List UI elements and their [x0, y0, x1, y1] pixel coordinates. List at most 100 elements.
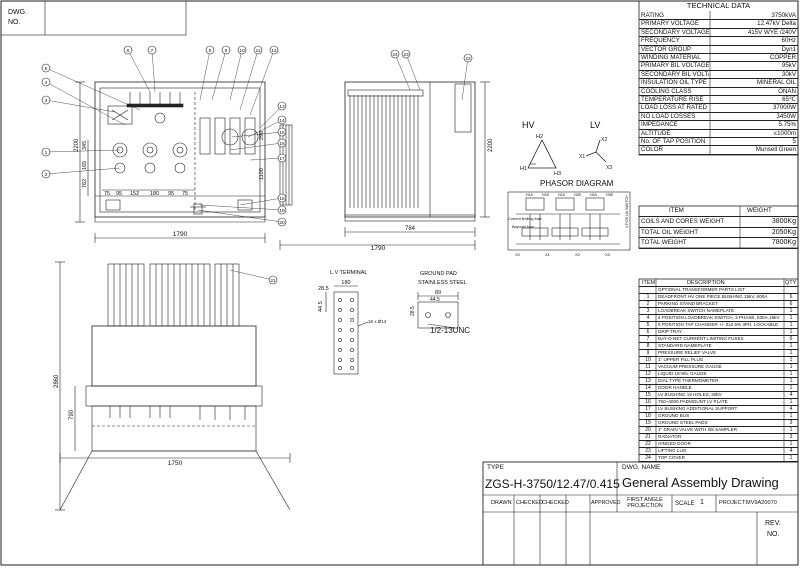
technical-row-value: 65℃ — [782, 96, 796, 103]
parts-row-desc: DRIP TRAY — [658, 329, 682, 334]
lv-wye-x2 — [595, 139, 601, 153]
fuse-row — [126, 92, 184, 108]
parts-row-qty: 1 — [789, 329, 793, 335]
callout-label: 4 — [45, 80, 48, 86]
callout-14: 14 — [247, 115, 287, 138]
parts-row-qty: 1 — [789, 350, 793, 356]
parts-row-qty: 1 — [789, 441, 793, 447]
dim-d11: 290 — [259, 131, 265, 140]
parts-row-item: 3 — [646, 308, 650, 314]
parts-row-qty: 1 — [789, 315, 793, 321]
parts-row-desc: VACUUM PRESSURE GAUGE — [658, 364, 722, 369]
callout-label: 15 — [279, 130, 285, 136]
parts-row-desc: DOOR HANDLE — [658, 385, 692, 390]
technical-row-value: 5.75% — [778, 121, 796, 129]
parts-row-item: 14 — [645, 385, 651, 391]
technical-row-value: 5 — [792, 138, 796, 145]
parts-row-qty: 1 — [789, 385, 793, 391]
technical-row-label: VECTOR GROUP — [641, 45, 692, 53]
technical-row-value: Munsell Green — [755, 146, 796, 154]
parts-row-desc: 750~4000 PADMOUNT LV PLATE — [658, 399, 728, 404]
technical-row-label: TEMPERATURE RISE — [641, 96, 704, 103]
callout-label: 19 — [279, 208, 285, 214]
parts-row: OPTIONAL TRANSFORMER PARTS LIST — [639, 286, 798, 294]
callout-19: 19 — [199, 204, 287, 215]
weight-header: ITEM WEIGHT — [639, 206, 798, 217]
phasor-hv: HV — [522, 120, 535, 130]
technical-row-value: 60Hz — [781, 37, 796, 45]
callout-label: 9 — [225, 48, 228, 54]
callout-24: 24 — [390, 49, 411, 91]
parts-row-qty: 6 — [789, 294, 793, 300]
corner-no-label: NO. — [8, 19, 21, 26]
parts-header-desc: DESCRIPTION — [687, 280, 725, 286]
schematic-term-x0: X0 — [515, 252, 521, 257]
callout-6: 6 — [123, 45, 151, 93]
parts-row-item: 7 — [646, 336, 650, 342]
lv-terminal-detail — [325, 285, 369, 375]
callout-label: 1 — [45, 150, 48, 156]
parts-row-desc: DEADFRONT HV ONE PIECE BUSHING 15kV, 600… — [658, 294, 768, 299]
parts-row-qty: 1 — [789, 413, 793, 419]
schematic-hterm-h2b: H2B — [574, 193, 581, 197]
parts-row-desc: BAY-O-NET CURRENT LIMITING FUSES — [658, 336, 744, 341]
technical-row-label: ALTITUDE — [641, 129, 671, 137]
callout-label: 22 — [465, 56, 471, 62]
parts-row-item: 5 — [646, 322, 650, 328]
parts-row-qty: 4 — [789, 406, 793, 412]
technical-row-label: SECONDARY BIL VOLTAGE — [641, 70, 709, 78]
technical-row-value: MINERAL OIL — [757, 79, 796, 87]
corner-dwg-label: DWG. — [8, 9, 27, 16]
parts-row-desc: RADIATOR — [658, 434, 682, 439]
parts-row-desc: LV BUSHING ADDITIONAL SUPPORT — [658, 406, 738, 411]
parts-row-item: 20 — [645, 427, 651, 433]
technical-row-label: COOLING CLASS — [641, 87, 692, 95]
callout-label: 21 — [270, 278, 276, 284]
technical-row: LOAD LOSS AT RATED VOLTAGE37000W — [639, 103, 798, 113]
callout-label: 18 — [279, 196, 285, 202]
parts-row-qty: 4 — [789, 392, 793, 398]
callout-13: 13 — [259, 101, 287, 129]
callout-23: 23 — [401, 49, 421, 91]
callout-18: 18 — [239, 193, 287, 206]
parts-row-desc: LOADBREAK SWITCH NAMEPLATE — [658, 308, 735, 313]
projection-label: FIRST ANGLE PROJECTION — [627, 497, 663, 510]
parts-header: ITEM DESCRIPTION QTY — [639, 279, 798, 287]
weight-row-label: TOTAL OIL WEIGHT — [641, 228, 699, 236]
technical-title: TECHNICAL DATA — [686, 1, 751, 10]
callout-15: 15 — [231, 127, 287, 138]
callout-label: 10 — [239, 48, 245, 54]
callout-label: 6 — [127, 48, 130, 54]
parts-row-qty: 3 — [789, 420, 793, 426]
ground-pad-width: 89 — [435, 290, 441, 296]
ground-pad-thread: 1/2-13UNC — [430, 326, 470, 335]
parts-row-desc: PARKING STAND BRACKET — [658, 301, 718, 306]
ground-pad-d1: 44.5 — [430, 297, 440, 303]
callout-label: 17 — [279, 156, 285, 162]
phasor-h1: H1 — [520, 166, 527, 172]
parts-row-item: 6 — [646, 329, 650, 335]
technical-row-value: COPPER — [769, 54, 796, 61]
top-view — [55, 261, 291, 511]
parts-row-item: 22 — [645, 441, 651, 447]
callout-label: 16 — [279, 141, 285, 147]
dim-d3: 762 — [82, 179, 88, 188]
callout-4: 4 — [41, 77, 126, 126]
technical-row-value: ONAN — [778, 87, 796, 95]
top-radiators — [107, 263, 240, 327]
parts-row-qty: 1 — [789, 399, 793, 405]
technical-row: ALTITUDE≤1000m — [639, 129, 798, 138]
dim-side-height: 2200 — [488, 138, 494, 152]
weight-header-item: ITEM — [669, 207, 684, 214]
